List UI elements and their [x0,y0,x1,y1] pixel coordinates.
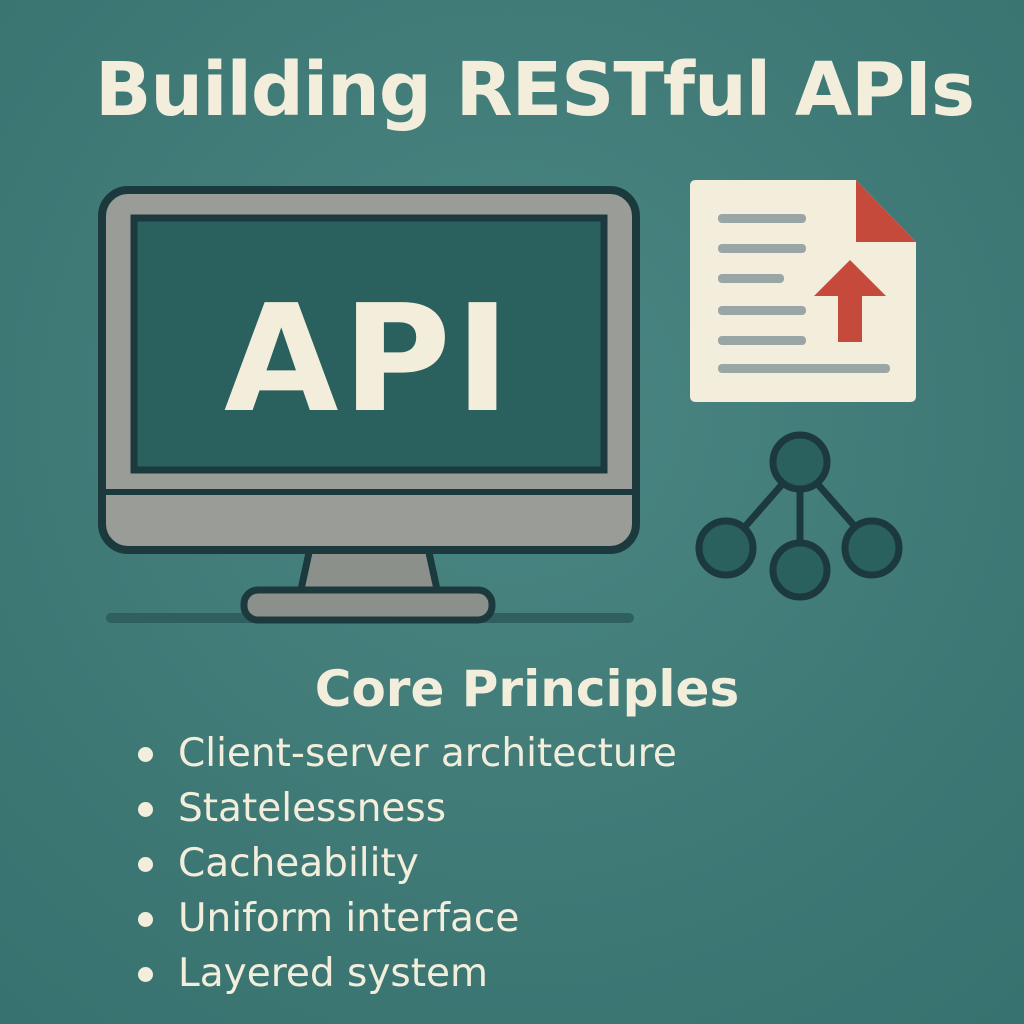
network-node-right [841,517,903,579]
list-item: Statelessness [134,781,1024,836]
screen-label: API [223,273,515,445]
list-item-label: Statelessness [178,786,447,831]
doc-line [718,306,806,315]
doc-line [718,244,806,253]
list-item: Uniform interface [134,891,1024,946]
principles-heading: Core Principles [314,660,740,718]
network-graphic [695,431,903,601]
monitor-icon: API [98,186,640,628]
bullet-icon [138,912,153,927]
principles-list: Client-server architecture Statelessness… [0,726,1024,1001]
monitor-screen [130,214,608,474]
network-tree-icon [692,430,906,602]
doc-line [718,274,784,283]
list-item-label: Uniform interface [178,896,520,941]
network-node-root [769,431,831,493]
bullet-icon [138,967,153,982]
list-item: Cacheability [134,836,1024,891]
network-node-center [769,539,831,601]
doc-line [718,336,806,345]
list-item-label: Cacheability [178,841,419,886]
principles-section: Core Principles Client-server architectu… [0,656,1024,1001]
document-graphic [690,180,916,402]
upload-arrow-icon [814,260,886,342]
network-node-left [695,517,757,579]
bullet-icon [138,857,153,872]
list-item: Client-server architecture [134,726,1024,781]
monitor-graphic [98,186,640,624]
list-item-label: Client-server architecture [178,731,677,776]
list-item: Layered system [134,946,1024,1001]
monitor-foot [240,586,496,624]
doc-line [718,364,890,373]
list-item-label: Layered system [178,951,489,996]
page-title: Building RESTful APIs [95,47,975,133]
bullet-icon [138,802,153,817]
document-fold [856,180,916,242]
doc-line [718,214,806,223]
document-upload-icon [688,178,920,406]
bullet-icon [138,747,153,762]
